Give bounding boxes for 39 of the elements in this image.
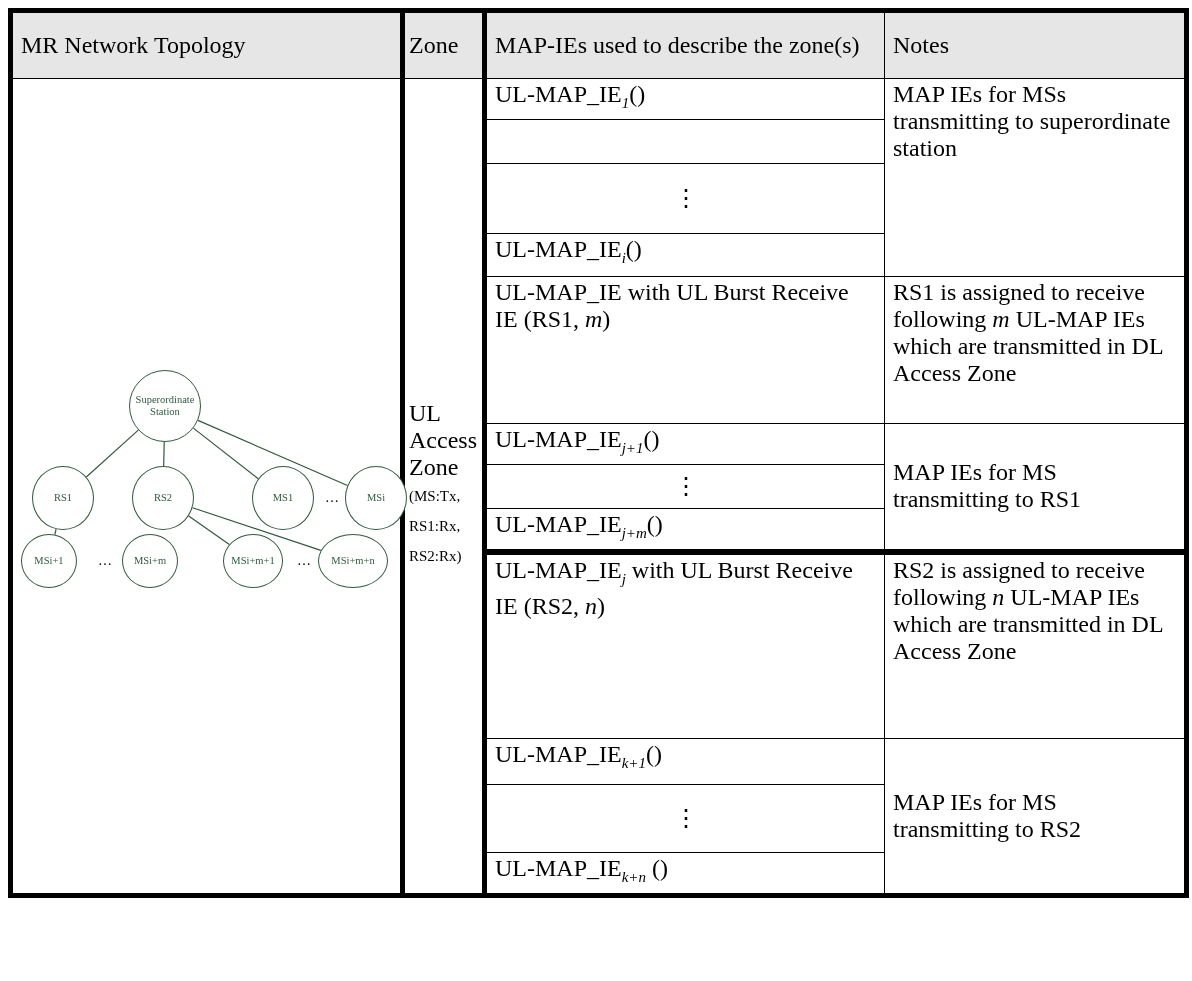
cell-text: ⋮ — [673, 472, 698, 499]
cell-text: UL-MAP_IE$_{k+n}$ () — [495, 854, 668, 881]
cell-text: RS2 is assigned to receive following n UL-MAP IEs which are transmitted in DL Access Zone — [893, 557, 1163, 665]
station-circle: MSi+m+1 — [223, 533, 283, 588]
header-text: MR Network Topology — [21, 32, 246, 58]
cell-text: UL-MAP_IE with UL Burst Receive IE (RS1, m) — [495, 278, 849, 332]
station-circle: MSi+m — [122, 533, 178, 588]
cell-text: UL-MAP_IE$_{1}$() — [495, 81, 646, 107]
cell-text: ⋮ — [673, 184, 698, 211]
cell-text: UL-MAP_IE$_{j}$ with UL Burst Receive IE (RS2, n) — [495, 557, 853, 619]
connector-line — [85, 429, 139, 478]
connector-line — [188, 515, 230, 545]
ellipsis-mark: … — [98, 553, 112, 568]
cell-text: UL-MAP_IE$_{k+1}$() — [495, 740, 662, 767]
cell-text: MAP IEs for MS transmitting to RS1 — [893, 459, 1081, 513]
station-circle: RS2 — [132, 465, 194, 530]
ellipsis-mark: … — [325, 490, 339, 505]
connector-line — [197, 419, 349, 486]
connector-line — [163, 441, 165, 467]
ellipsis-mark: … — [297, 553, 311, 568]
connector-line — [192, 427, 259, 480]
cell-text: MAP IEs for MS transmitting to RS2 — [893, 788, 1081, 842]
header-text: Notes — [893, 32, 949, 58]
header-text: Zone — [409, 32, 459, 58]
cell-text: RS1 is assigned to receive following m UL-MAP IEs which are transmitted in DL Access Zone — [893, 278, 1163, 386]
cell-text: ⋮ — [673, 804, 698, 831]
station-circle: RS1 — [32, 465, 94, 530]
station-circle: MSi — [345, 465, 407, 530]
cell-text: MAP IEs for MSs transmitting to superordinate station — [893, 81, 1171, 161]
connector-line — [191, 506, 322, 551]
cell-text: UL-MAP_IE$_{i}$() — [495, 235, 642, 262]
station-circle: MSi+1 — [21, 533, 77, 588]
zone-note: (MS:Tx, RS1:Rx, RS2:Rx) — [409, 487, 463, 567]
station-circle: MS1 — [252, 465, 314, 530]
zone-name: UL Access Zone — [409, 400, 477, 481]
station-circle: Superordinate Station — [129, 369, 201, 442]
header-text: MAP-IEs used to describe the zone(s) — [495, 32, 860, 58]
connector-line — [54, 528, 57, 535]
station-circle: MSi+m+n — [318, 533, 388, 588]
